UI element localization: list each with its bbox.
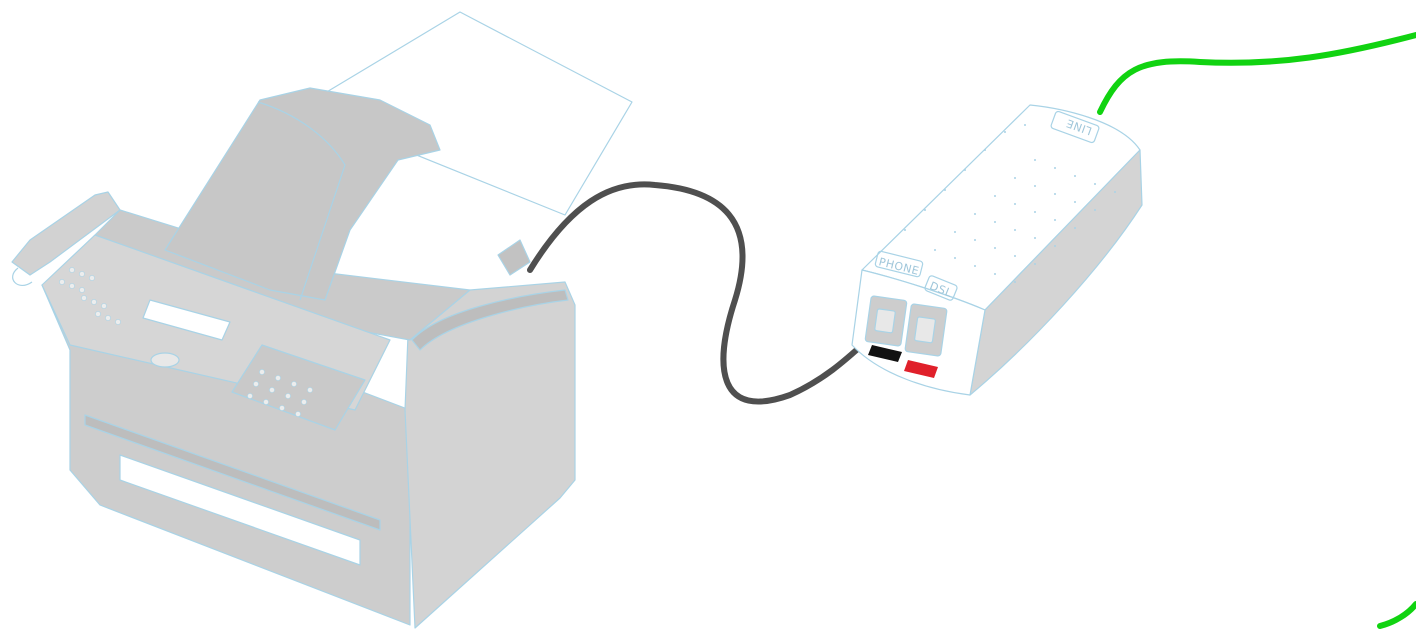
- fax-cable-jack: [497, 239, 531, 276]
- fax-paper: [299, 11, 633, 216]
- fax-front-slot-2: [84, 414, 381, 531]
- phone-color-tab: [868, 345, 902, 362]
- dsl-color-tab: [904, 360, 938, 378]
- splitter-side: [969, 149, 1143, 396]
- splitter-texture: [904, 124, 1116, 283]
- fax-keypad: [231, 344, 366, 431]
- fax-side-panel: [404, 281, 576, 629]
- fax-keypad-buttons: [59, 267, 313, 417]
- phone-label-box: [874, 250, 924, 278]
- fax-start-button: [150, 352, 180, 368]
- fax-front-slot: [119, 454, 361, 566]
- fax-display: [142, 299, 231, 341]
- fax-handset-cord: [12, 267, 33, 287]
- line-cable: [1097, 32, 1416, 115]
- line-cable-tail: [1377, 601, 1416, 629]
- fax-feeder-fold: [257, 101, 346, 301]
- dsl-label-box: [924, 275, 958, 301]
- fax-machine-icon: [11, 11, 633, 629]
- dsl-splitter-icon: [851, 104, 1143, 396]
- fax-handset: [11, 191, 121, 276]
- fax-paper-feeder: [164, 87, 441, 301]
- line-label-box: [1050, 110, 1100, 144]
- phone-cable: [527, 181, 888, 405]
- fax-side-curve: [411, 289, 569, 351]
